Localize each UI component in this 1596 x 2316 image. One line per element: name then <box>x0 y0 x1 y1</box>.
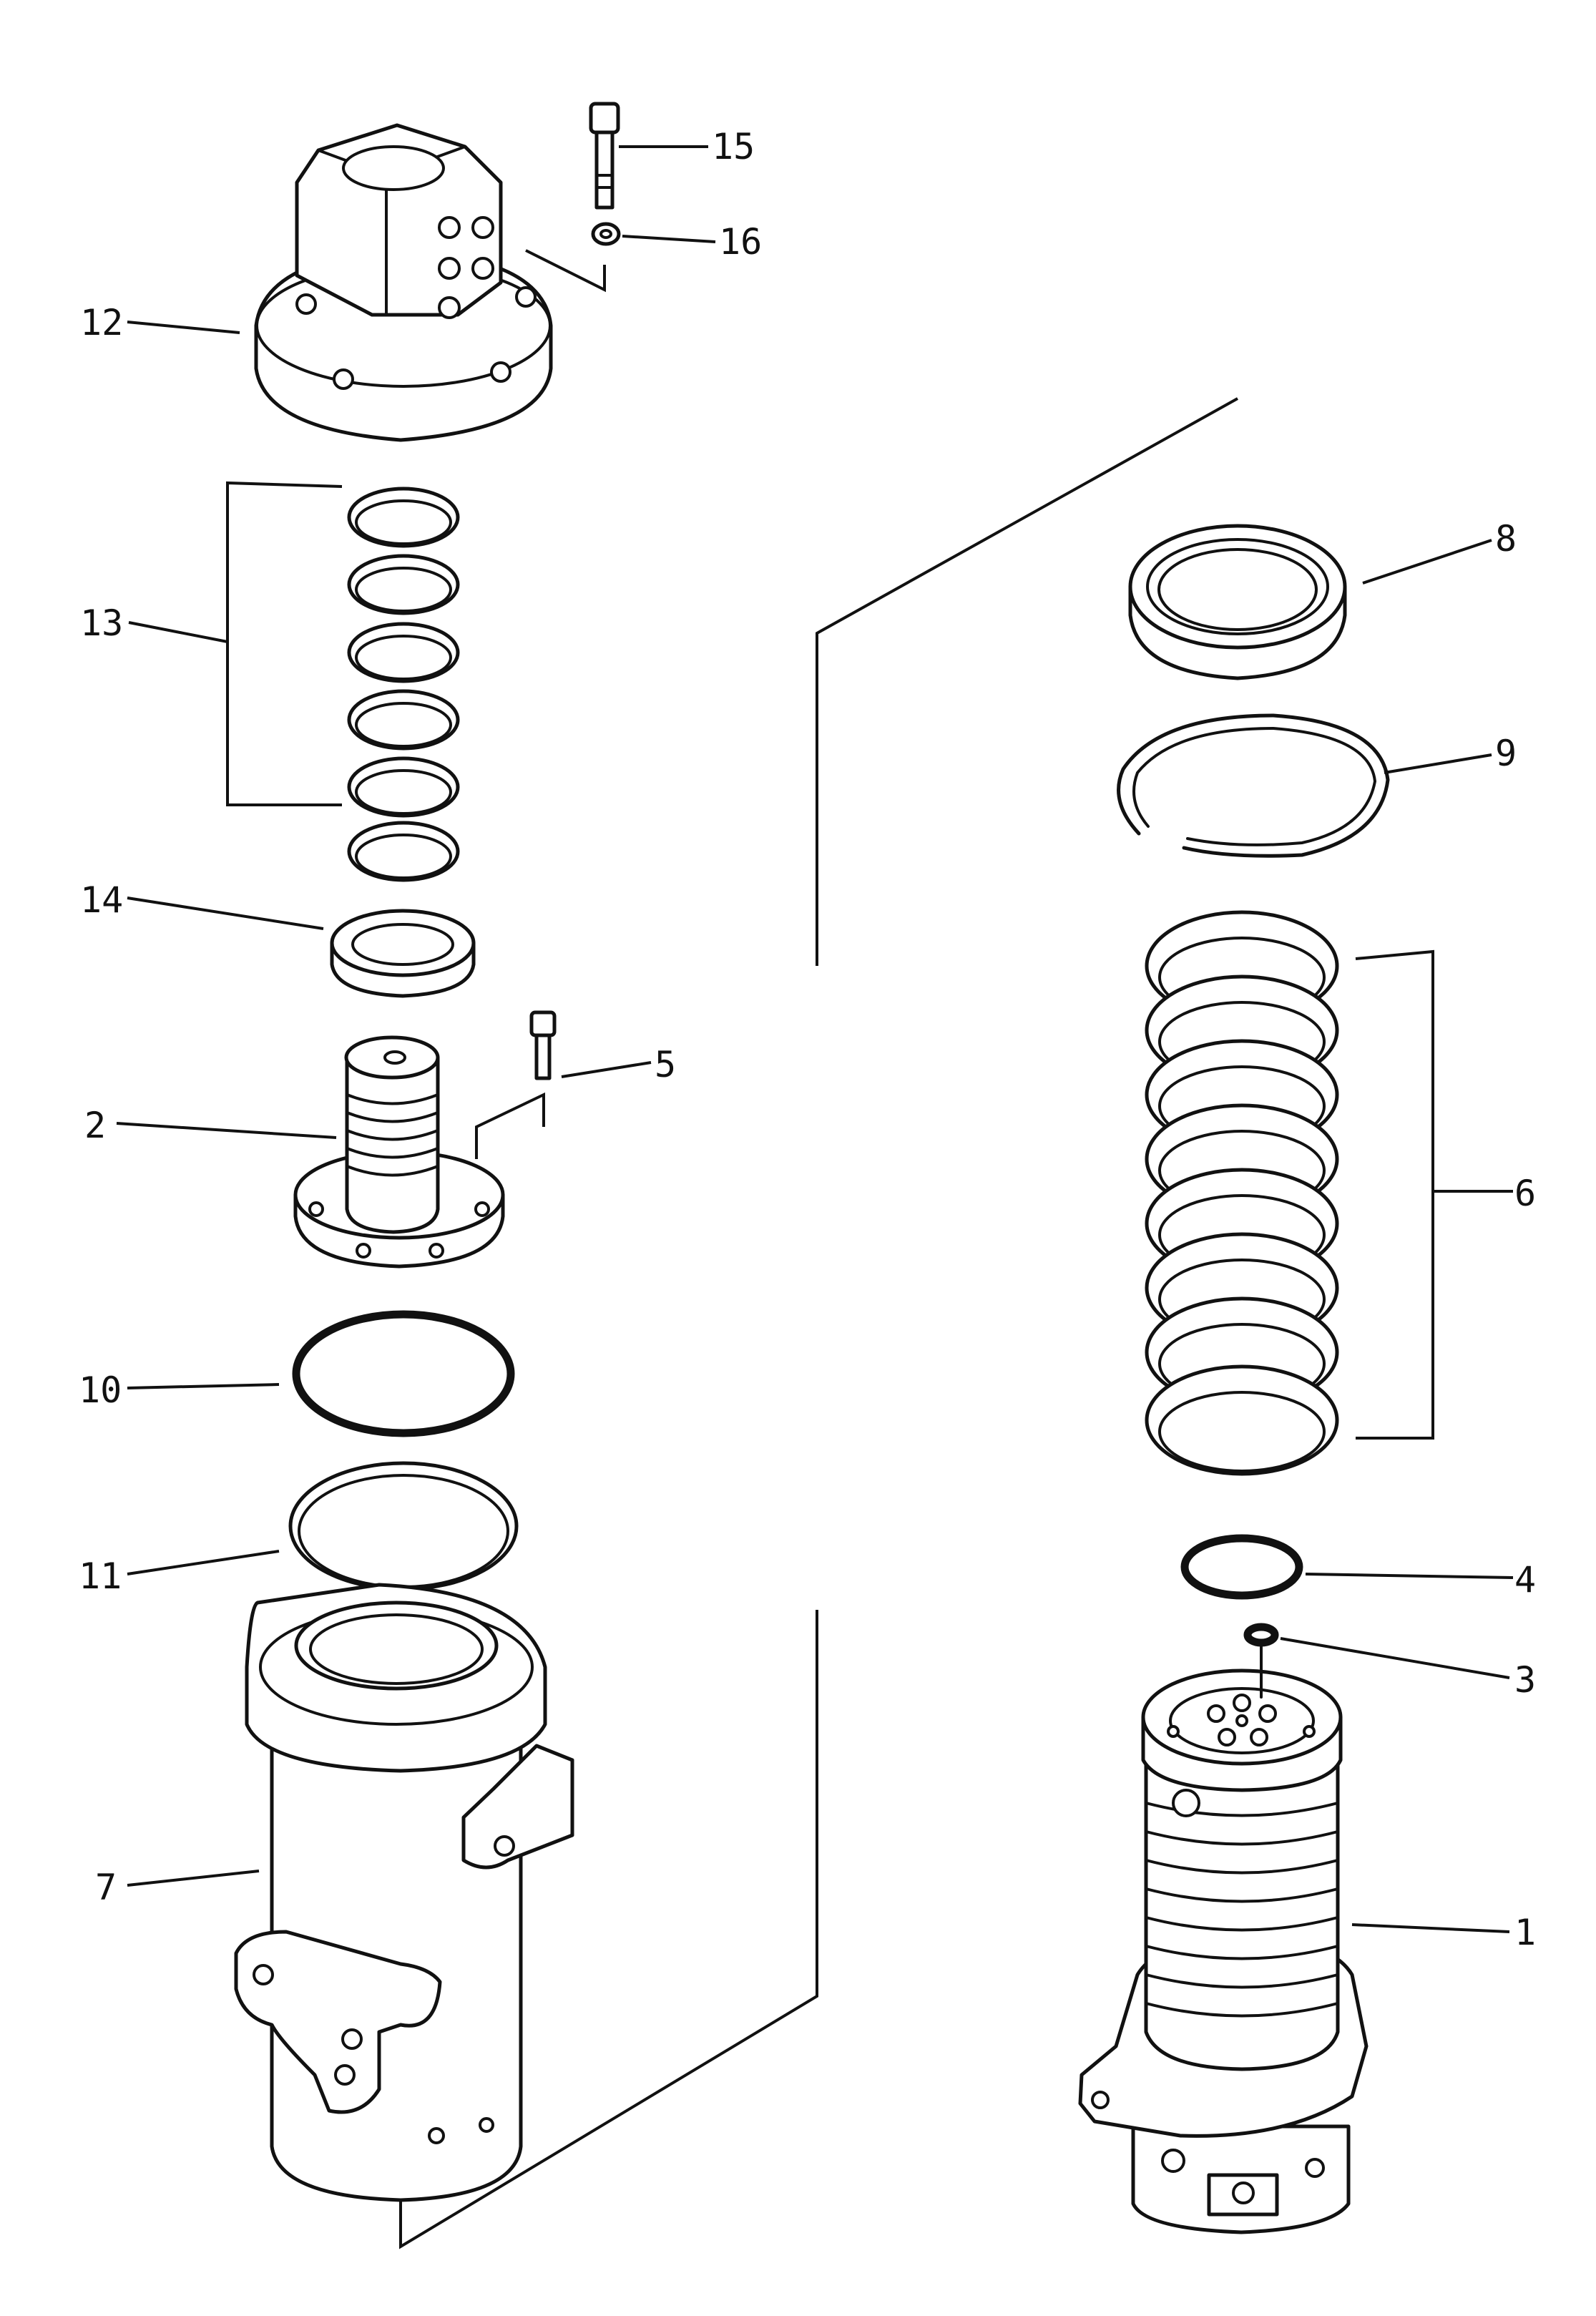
part-6-ring-stack <box>1145 910 1339 1476</box>
part-15-bolt <box>589 102 620 210</box>
callout-2: 2 <box>84 1105 106 1146</box>
part-16-washer <box>591 222 621 246</box>
part-1-rotor <box>1078 1643 1369 2234</box>
part-2-shaft <box>293 1035 505 1269</box>
callout-11: 11 <box>79 1555 122 1597</box>
callout-1: 1 <box>1514 1912 1536 1953</box>
part-12-housing <box>254 123 553 442</box>
callout-labels: 1 2 3 4 5 6 7 8 9 10 11 12 13 14 15 16 <box>79 126 1536 1953</box>
callout-leaders <box>116 145 1514 1933</box>
callout-10: 10 <box>79 1369 122 1411</box>
callout-12: 12 <box>80 302 123 343</box>
part-10-o-ring <box>292 1310 515 1437</box>
part-5-bolt <box>529 1010 557 1080</box>
callout-7: 7 <box>95 1867 117 1908</box>
part-4-o-ring <box>1180 1534 1303 1600</box>
part-11-ring <box>288 1461 519 1591</box>
part-14-seal <box>330 909 476 998</box>
callout-4: 4 <box>1514 1559 1536 1601</box>
part-3-o-ring <box>1243 1623 1279 1647</box>
part-13-ring-stack <box>347 487 460 882</box>
callout-16: 16 <box>719 221 762 263</box>
callout-5: 5 <box>655 1044 676 1085</box>
callout-13: 13 <box>80 602 123 644</box>
callout-3: 3 <box>1514 1659 1536 1701</box>
callout-9: 9 <box>1495 733 1517 774</box>
assembly-guide-lines <box>399 249 1238 2249</box>
part-9-snap-ring <box>1117 713 1390 858</box>
callout-15: 15 <box>712 126 755 167</box>
part-7-body <box>234 1583 574 2202</box>
callout-6: 6 <box>1514 1173 1536 1214</box>
callout-14: 14 <box>80 879 123 921</box>
part-8-seal <box>1128 524 1347 680</box>
callout-8: 8 <box>1495 518 1517 560</box>
